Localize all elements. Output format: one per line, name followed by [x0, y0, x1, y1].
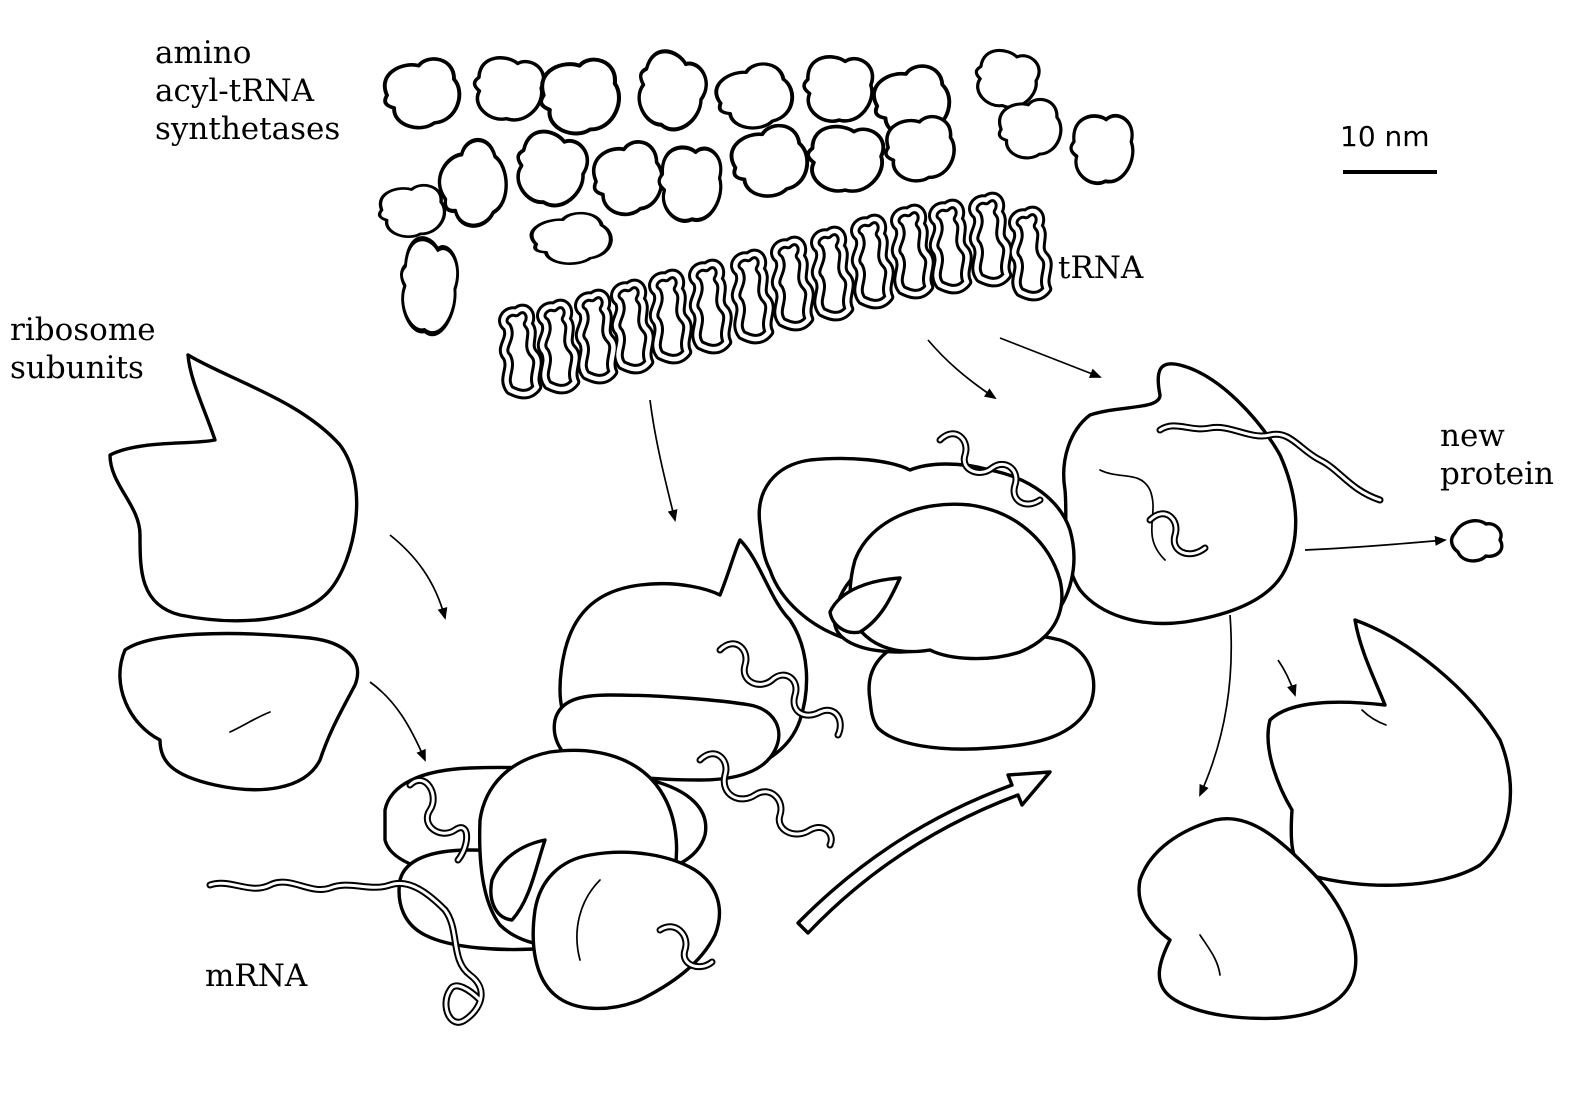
label-ribosome-line1: ribosome	[10, 312, 156, 348]
label-synthetases: amino acyl-tRNA synthetases	[155, 35, 340, 148]
label-new-protein-line2: protein	[1440, 455, 1555, 492]
flow-arrows	[369, 337, 1447, 935]
label-new-protein-line1: new	[1440, 418, 1505, 454]
label-ribosome-subunits: ribosome subunits	[10, 312, 156, 388]
label-mrna: mRNA	[205, 958, 308, 994]
free-ribosome-subunits-right	[1137, 618, 1513, 1021]
label-synthetases-line3: synthetases	[155, 110, 341, 147]
synthetase-blobs	[374, 39, 1138, 348]
label-synthetases-line2: acyl-tRNA	[155, 72, 315, 109]
ribosome-movement-arrow	[796, 770, 1052, 935]
label-trna: tRNA	[1058, 250, 1144, 286]
label-synthetases-line1: amino	[155, 35, 252, 71]
label-new-protein: new protein	[1440, 418, 1554, 494]
new-protein-blob	[1449, 519, 1504, 563]
label-scale: 10 nm	[1340, 120, 1430, 153]
label-ribosome-line2: subunits	[10, 349, 144, 386]
free-ribosome-subunits-left	[108, 353, 360, 792]
mrna-strand	[206, 422, 1384, 1026]
